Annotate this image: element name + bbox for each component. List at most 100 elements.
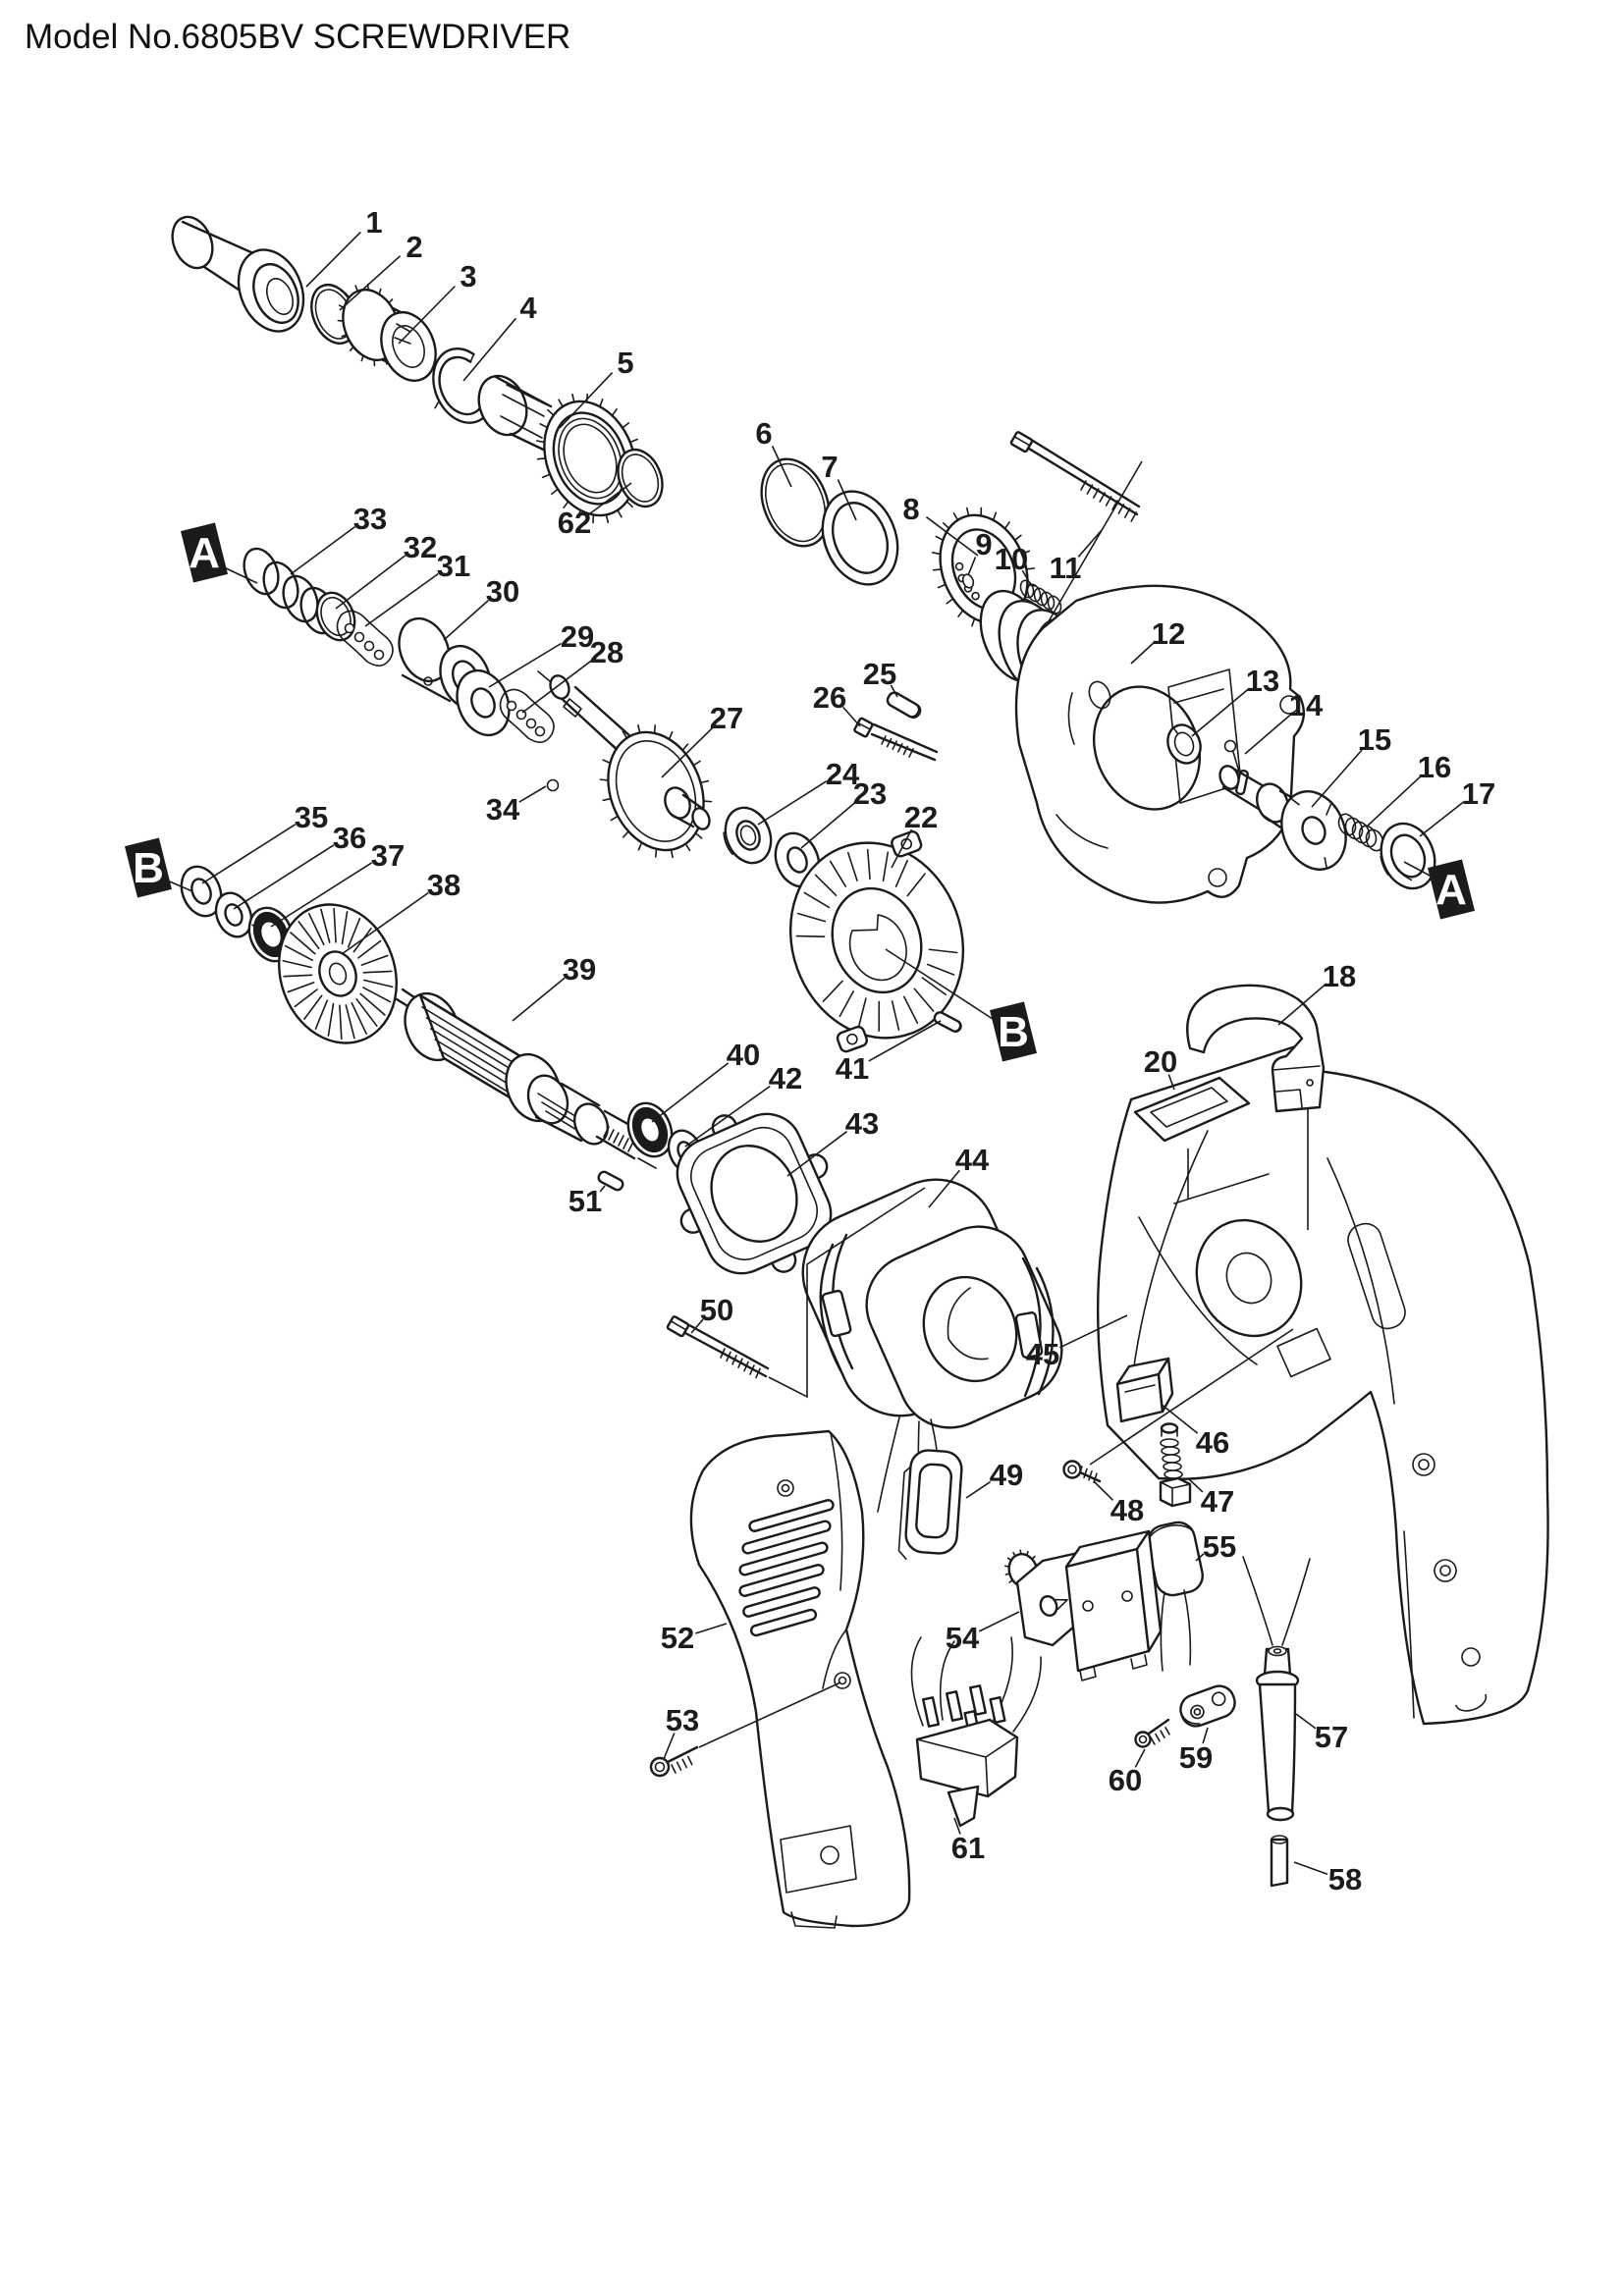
- tick: [668, 730, 674, 740]
- leader-line-38: [341, 891, 429, 955]
- hatch-line: [676, 1761, 682, 1771]
- part-22-baffle: [788, 830, 965, 1053]
- part-label-35: 35: [295, 800, 328, 834]
- tick: [536, 457, 547, 460]
- section-marker-letter: B: [133, 844, 164, 892]
- part-45-housing: [1096, 1041, 1549, 1726]
- part-label-48: 48: [1110, 1493, 1144, 1527]
- leader-line-48: [1093, 1480, 1114, 1501]
- leader-line-61: [953, 1817, 961, 1835]
- tick: [681, 743, 689, 752]
- part-label-46: 46: [1196, 1425, 1229, 1460]
- tick: [937, 583, 947, 589]
- tick: [357, 939, 382, 959]
- part-41-pin: [933, 1011, 962, 1033]
- part-label-59: 59: [1179, 1740, 1213, 1775]
- part-31-balls: [336, 610, 394, 667]
- part-54-switch: [1004, 1529, 1163, 1682]
- leader-line-44: [928, 1169, 960, 1208]
- part-label-49: 49: [990, 1458, 1023, 1492]
- leader-line-43: [786, 1131, 847, 1177]
- leader-line-23: [800, 801, 856, 849]
- part-label-6: 6: [755, 416, 772, 451]
- marker-leader: [164, 879, 193, 892]
- part-label-1: 1: [365, 205, 382, 240]
- tick: [287, 982, 315, 993]
- leader-line-13: [1191, 688, 1249, 737]
- leader-line-35: [201, 824, 297, 884]
- tick: [878, 1000, 881, 1033]
- part-label-20: 20: [1144, 1044, 1177, 1079]
- leader-line-41: [868, 1020, 942, 1062]
- tick: [327, 1002, 335, 1037]
- part-49-lens: [897, 1449, 963, 1560]
- tick: [814, 874, 838, 897]
- hatch-line: [671, 1764, 677, 1774]
- tick: [290, 932, 316, 955]
- tick: [362, 970, 393, 974]
- leader-line-40: [651, 1062, 730, 1123]
- tick: [903, 995, 919, 1025]
- leader-line-24: [757, 780, 828, 826]
- hatch-line: [1088, 1470, 1093, 1481]
- tick: [882, 851, 890, 882]
- section-marker-letter: A: [189, 529, 220, 577]
- tick: [1013, 534, 1022, 542]
- part-label-25: 25: [863, 657, 896, 691]
- hatch-line: [1150, 1736, 1156, 1745]
- assembly-line-4: [698, 1682, 841, 1748]
- tick: [971, 617, 976, 627]
- leader-line-27: [661, 726, 714, 778]
- page-title: Model No.6805BV SCREWDRIVER: [25, 18, 571, 56]
- part-33-spring: [243, 547, 337, 635]
- part-44-stator: [801, 1178, 1063, 1513]
- section-marker-a-0: A: [181, 522, 258, 584]
- part-label-8: 8: [902, 492, 919, 526]
- part-label-17: 17: [1462, 776, 1495, 811]
- part-label-62: 62: [558, 506, 591, 540]
- hatch-line: [681, 1758, 688, 1769]
- part-label-37: 37: [371, 838, 405, 873]
- tick: [341, 334, 348, 338]
- tick: [605, 513, 610, 524]
- part-16-spring: [1337, 813, 1384, 852]
- tick: [347, 917, 361, 948]
- tick: [894, 859, 908, 888]
- part-39-armature: [395, 988, 657, 1169]
- hatch-line: [686, 1755, 693, 1766]
- leader-line-7: [837, 479, 857, 521]
- leader-line-2: [339, 255, 402, 311]
- leader-line-31: [364, 572, 439, 627]
- leader-line-8: [926, 516, 979, 557]
- tick: [1008, 1578, 1014, 1583]
- tick: [946, 598, 954, 605]
- leader-line-55: [1195, 1553, 1205, 1562]
- part-9-tiny-ring: [961, 573, 975, 589]
- hatch-line: [1078, 1466, 1083, 1476]
- leader-line-20: [1167, 1074, 1175, 1091]
- hatch-line: [1086, 484, 1094, 495]
- tick: [558, 399, 564, 408]
- part-60-screw: [1134, 1718, 1170, 1748]
- tick: [378, 288, 382, 295]
- part-label-42: 42: [769, 1061, 802, 1095]
- tick: [1003, 521, 1010, 530]
- leader-line-62: [589, 482, 632, 515]
- tick: [388, 298, 394, 304]
- tick: [654, 848, 658, 858]
- tick: [628, 438, 639, 444]
- leader-line-51: [599, 1185, 606, 1193]
- part-label-39: 39: [563, 952, 596, 987]
- tick: [935, 535, 945, 542]
- hatch-line: [1155, 1733, 1161, 1742]
- leader-line-9: [967, 557, 977, 576]
- tick: [373, 358, 376, 367]
- part-15-spindle: [1218, 765, 1347, 871]
- tick: [617, 508, 623, 518]
- leader-line-4: [462, 317, 517, 382]
- assembly-line-0: [1048, 460, 1143, 622]
- tick: [563, 501, 569, 509]
- leader-line-49: [965, 1480, 992, 1499]
- part-label-36: 36: [333, 821, 366, 855]
- tick: [362, 987, 392, 1003]
